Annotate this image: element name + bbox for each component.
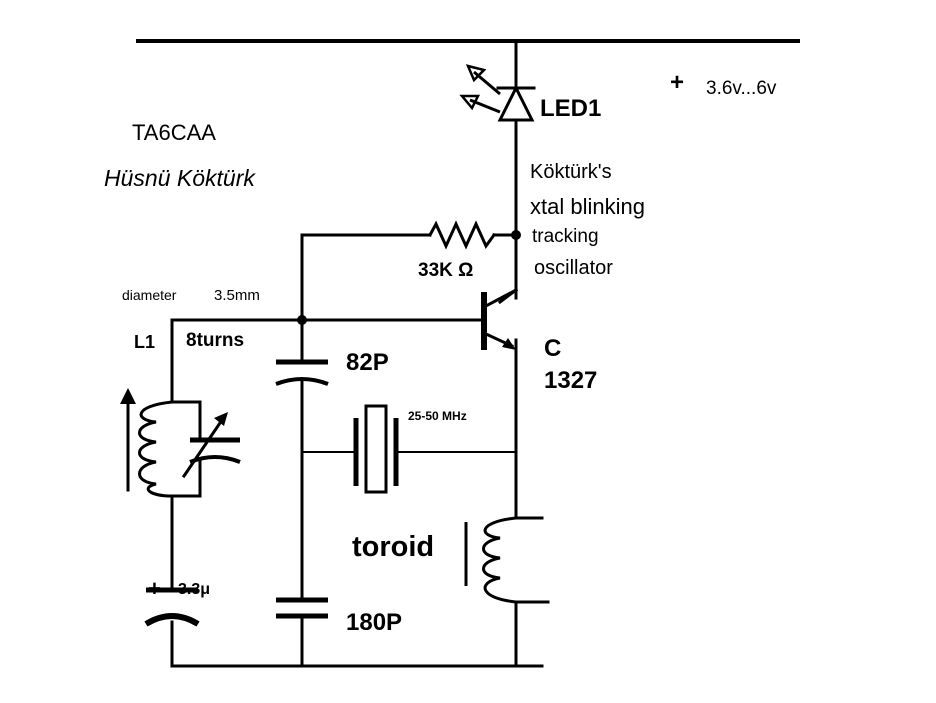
coil-diameter-value: 3.5mm — [214, 287, 260, 304]
led-label: LED1 — [540, 95, 601, 122]
author-name: Hüsnü Köktürk — [104, 165, 256, 191]
junction-dot-collector — [511, 230, 521, 240]
capacitor-180p-symbol — [276, 597, 328, 619]
toroid-symbol — [464, 516, 550, 604]
capacitor-82p-label: 82P — [346, 349, 389, 376]
wires — [136, 39, 800, 668]
transistor-label-line-2: 1327 — [544, 367, 597, 394]
electrolytic-capacitor-symbol — [144, 587, 200, 627]
transistor-label-line-1: C — [544, 335, 561, 362]
transistor-collector — [483, 287, 519, 309]
title-line-2: xtal blinking — [530, 194, 645, 219]
resistor-label: 33K Ω — [418, 260, 473, 281]
capacitor-180p-label: 180P — [346, 609, 402, 636]
transistor-emitter-arrow — [502, 338, 516, 350]
author-callsign: TA6CAA — [132, 120, 216, 145]
junction-dot-base — [297, 315, 307, 325]
title-line-4: oscillator — [534, 257, 613, 279]
toroid-label: toroid — [352, 531, 434, 563]
capacitor-82p-symbol — [275, 359, 329, 386]
coil-turns-label: 8turns — [186, 330, 244, 351]
supply-plus-sign: + — [670, 69, 684, 96]
coil-name-label: L1 — [134, 332, 155, 352]
coil-l1-symbol — [138, 400, 202, 498]
title-line-3: tracking — [532, 226, 599, 247]
crystal-symbol — [353, 404, 399, 494]
electrolytic-plus-sign: + — [148, 576, 161, 601]
resistor-symbol — [427, 220, 497, 250]
tuning-arrow-icon — [120, 388, 136, 492]
supply-voltage-label: 3.6v...6v — [706, 78, 777, 99]
led-symbol — [459, 64, 536, 122]
coil-diameter-label: diameter — [122, 287, 177, 303]
electrolytic-label: 3.3μ — [178, 581, 210, 598]
led-light-arrows — [459, 64, 501, 114]
crystal-label: 25-50 MHz — [408, 409, 467, 423]
title-line-1: Köktürk's — [530, 161, 612, 183]
trimmer-capacitor-symbol — [181, 412, 241, 479]
transistor-symbol — [481, 287, 519, 350]
